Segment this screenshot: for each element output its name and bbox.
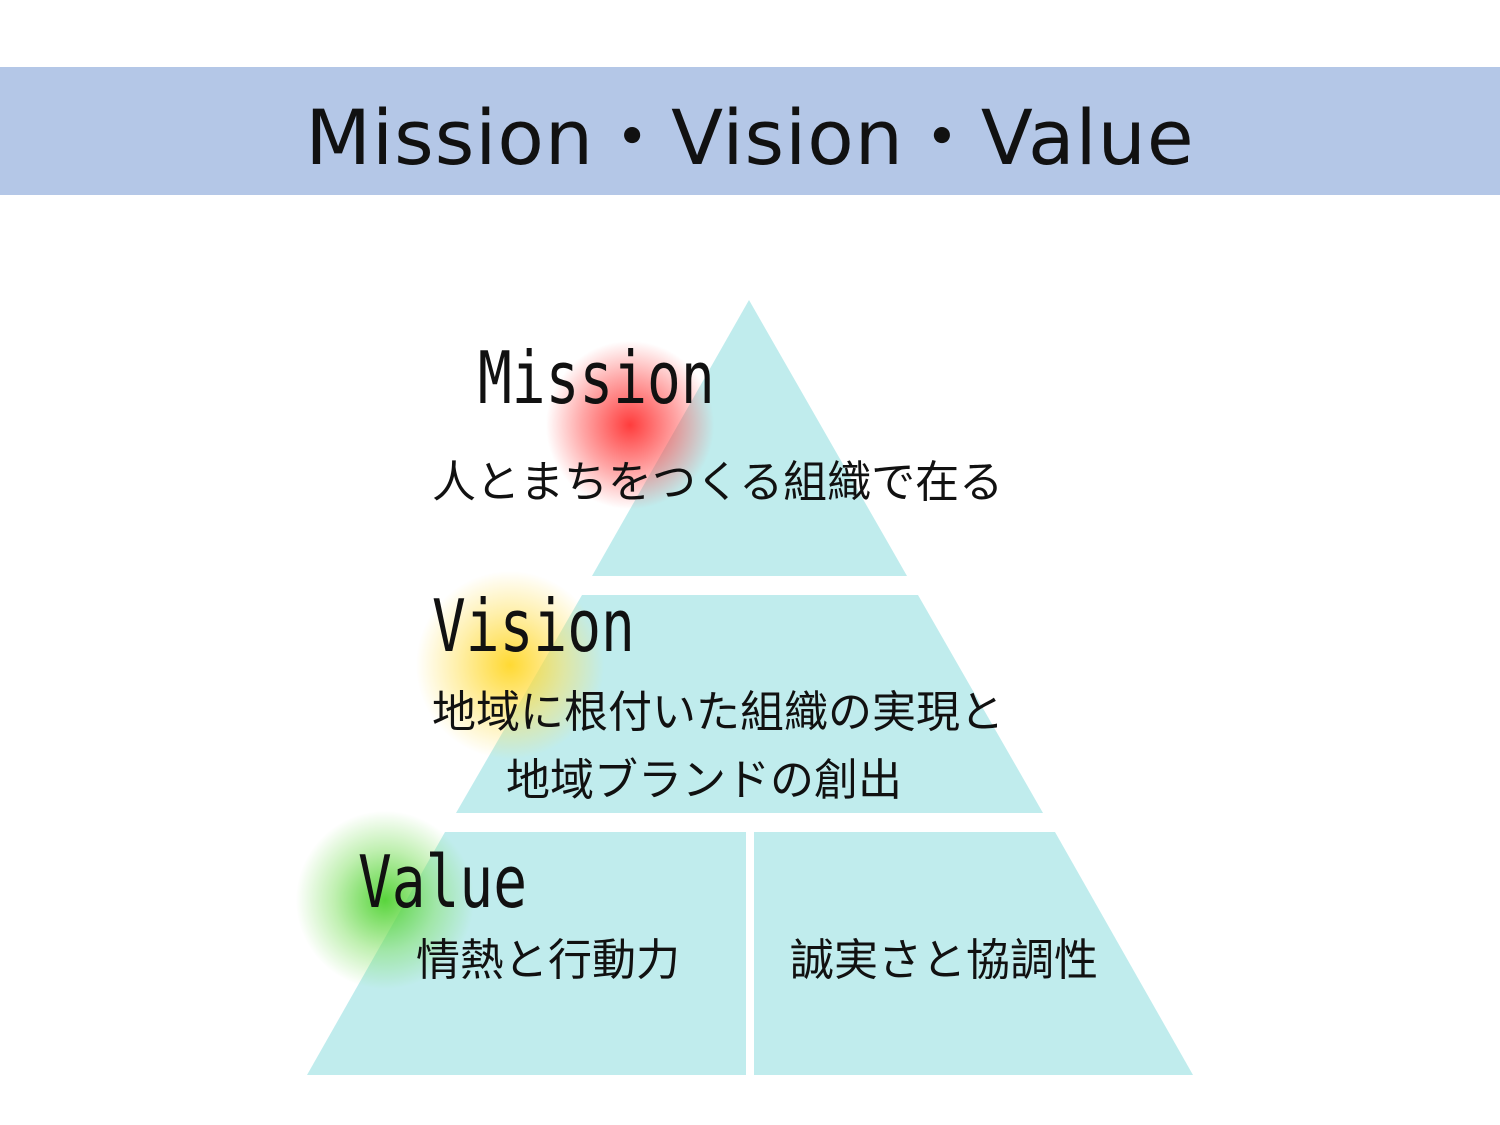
pyramid-tier-mission xyxy=(592,300,907,576)
mission-label: Mission xyxy=(478,336,715,420)
vision-label: Vision xyxy=(432,584,635,668)
value-label: Value xyxy=(358,840,528,924)
vision-glow xyxy=(415,570,605,760)
value-item-integrity: 誠実さと協調性 xyxy=(790,935,1098,986)
page-title: Mission・Vision・Value xyxy=(305,93,1195,182)
value-glow xyxy=(295,810,475,990)
vision-text-line-1: 地域に根付いた組織の実現と xyxy=(432,687,1004,738)
header-band: Mission・Vision・Value xyxy=(0,67,1500,195)
mission-text: 人とまちをつくる組織で在る xyxy=(432,457,1004,508)
mission-glow xyxy=(545,340,715,510)
pyramid-tier-value-right xyxy=(754,832,1193,1075)
value-item-passion: 情熱と行動力 xyxy=(416,935,680,986)
vision-text-line-2: 地域ブランドの創出 xyxy=(506,755,902,806)
